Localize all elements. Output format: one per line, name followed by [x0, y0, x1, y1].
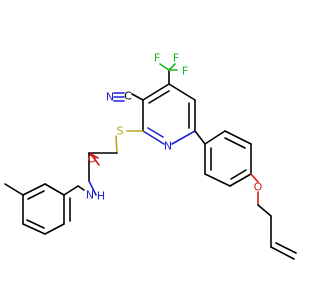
atom-f-right: F [182, 65, 188, 78]
bond-tolyl-4-inner [26, 219, 45, 229]
atom-amide-h: H [97, 190, 105, 203]
bond-tolyl-3 [44, 223, 65, 235]
atom-nitrile-c: C [124, 90, 132, 103]
bond-pyridine-phenyl [194, 130, 206, 145]
bond-ring-c3-c4 [142, 83, 170, 101]
atom-carbonyl-o: O [88, 153, 97, 166]
bond-c3-cn [131, 93, 144, 101]
bond-allyl-3-inner [275, 242, 297, 254]
atom-ether-o: O [254, 181, 263, 194]
atom-f-top-left: F [154, 52, 160, 65]
bond-tolyl-6 [22, 183, 46, 196]
bond-phenyl-2-inner [224, 137, 246, 149]
bond-cf3-f1 [159, 63, 170, 71]
molecule-canvas: C N F F F S N O N H O [4, 51, 297, 260]
bond-allyl-1 [257, 204, 272, 217]
bond-allyl-3 [270, 246, 295, 260]
atom-amide-n: N [86, 189, 94, 202]
bond-phenyl-2 [224, 130, 252, 145]
bond-ring-c6-n1 [171, 130, 196, 145]
bond-phenyl-4-inner [230, 169, 247, 180]
atom-label-layer: C N F F F S N O N H O [86, 52, 263, 203]
bond-phenyl-5 [204, 173, 231, 187]
atom-f-top-right: F [173, 52, 179, 65]
bond-tolyl-4 [22, 223, 46, 235]
bond-ring-n1-c2 [142, 130, 165, 145]
bond-tolyl-6-inner [27, 190, 45, 200]
bond-tolyl-1 [63, 185, 79, 196]
bond-n-aryl [77, 185, 85, 191]
bond-ring-c4-c5 [168, 83, 196, 101]
molecule-structure: C N F F F S N O N H O [4, 52, 297, 260]
bond-phenyl-o [250, 173, 259, 183]
atom-nitrile-n: N [106, 91, 114, 104]
bond-phenyl-4 [229, 173, 252, 187]
bond-ring-c3-c4-inner [148, 90, 170, 104]
bond-carbonyl-o [89, 152, 100, 166]
bond-s-ch2 [115, 135, 118, 154]
atom-pyridine-n: N [164, 140, 172, 153]
bond-layer [4, 63, 297, 260]
bond-tolyl-7 [44, 183, 65, 196]
bond-tolyl-methyl [4, 183, 24, 196]
bond-ring-n1-c2-inner [147, 127, 164, 138]
bond-cf3-f2 [168, 63, 176, 71]
bond-phenyl-1 [204, 130, 226, 145]
bond-amide-n-to-ring [88, 180, 97, 196]
atom-sulfur: S [117, 125, 124, 138]
